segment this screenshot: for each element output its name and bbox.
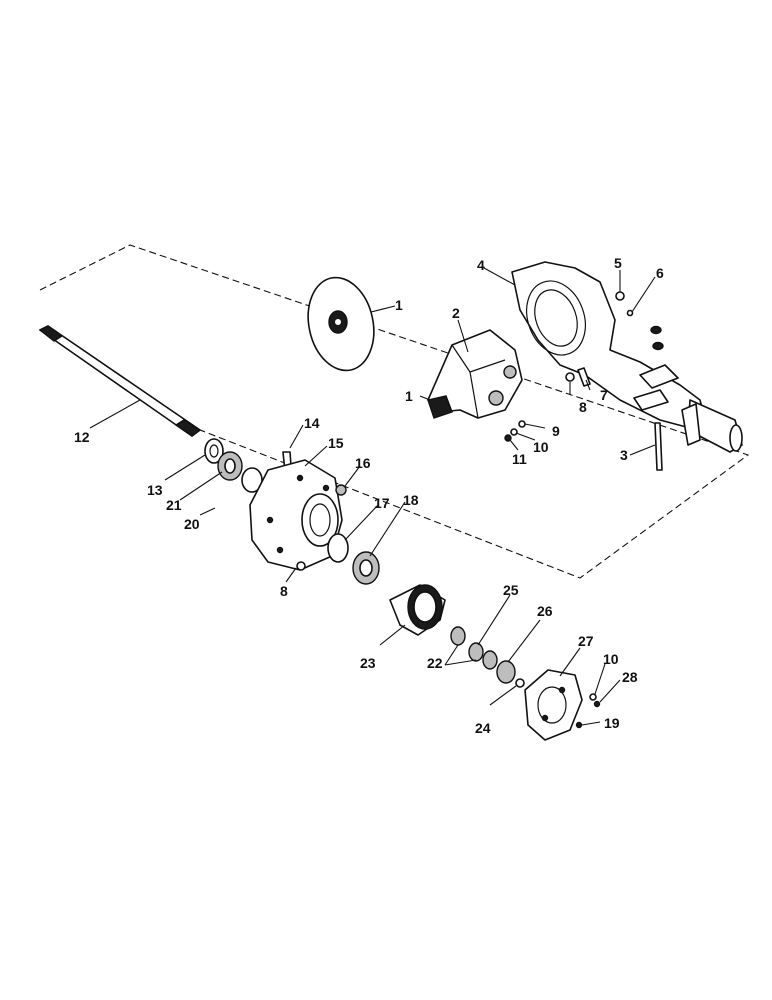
- differential-carrier: [427, 329, 523, 419]
- leader-lines: [89, 267, 656, 726]
- bolt-3: [654, 422, 663, 471]
- plug-8-housing: [565, 372, 575, 382]
- plug-19: [575, 721, 583, 729]
- callout-10-cap: 10: [603, 651, 619, 667]
- spacer-24: [515, 678, 525, 688]
- brake-disc: [307, 276, 375, 372]
- callout-16: 16: [355, 455, 371, 471]
- callout-10-diff: 10: [533, 439, 549, 455]
- nut-housing-b: [652, 341, 664, 351]
- assembly-boundary: [39, 244, 750, 579]
- callout-7: 7: [600, 387, 608, 403]
- callout-27: 27: [578, 633, 594, 649]
- callout-21: 21: [166, 497, 182, 513]
- hub-cap: [524, 669, 583, 741]
- callout-2: 2: [452, 305, 460, 321]
- callout-25: 25: [503, 582, 519, 598]
- callout-4: 4: [477, 257, 485, 273]
- callout-12: 12: [74, 429, 90, 445]
- axle-shaft: [38, 325, 202, 437]
- callout-23: 23: [360, 655, 376, 671]
- callout-17: 17: [374, 495, 390, 511]
- callout-22: 22: [427, 655, 443, 671]
- callout-26: 26: [537, 603, 553, 619]
- callout-1-disc: 1: [395, 297, 403, 313]
- planet-gear-c: [482, 650, 498, 670]
- wheel-hub: [249, 459, 343, 571]
- sun-gear: [496, 660, 516, 684]
- axle-housing: [511, 261, 743, 453]
- callout-3: 3: [620, 447, 628, 463]
- washer-9: [518, 420, 526, 428]
- callout-20: 20: [184, 516, 200, 532]
- callout-6: 6: [656, 265, 664, 281]
- plug-8-hub: [296, 561, 306, 571]
- callout-5: 5: [614, 255, 622, 271]
- nut-housing-a: [650, 325, 662, 335]
- callout-9: 9: [552, 423, 560, 439]
- callout-28: 28: [622, 669, 638, 685]
- brake-drum: [389, 584, 446, 636]
- callout-18: 18: [403, 492, 419, 508]
- planet-gear-b: [468, 642, 484, 662]
- nut-16: [335, 484, 347, 496]
- callout-24: 24: [475, 720, 491, 736]
- washer-10-cap: [589, 693, 597, 701]
- callout-1-pinion: 1: [405, 388, 413, 404]
- callout-15: 15: [328, 435, 344, 451]
- planet-gear-a: [450, 626, 466, 646]
- callout-19: 19: [604, 715, 620, 731]
- plug-5: [615, 291, 625, 301]
- nut-11: [504, 434, 512, 442]
- callout-13: 13: [147, 482, 163, 498]
- washer-10-diff: [510, 428, 518, 436]
- hub-seal: [327, 533, 349, 563]
- callout-8-hub: 8: [280, 583, 288, 599]
- thrust-washer: [204, 438, 224, 464]
- screw-28: [593, 700, 601, 708]
- callout-8-housing: 8: [579, 399, 587, 415]
- plug-6: [626, 309, 634, 317]
- callout-11: 11: [512, 451, 527, 467]
- callout-14: 14: [304, 415, 320, 431]
